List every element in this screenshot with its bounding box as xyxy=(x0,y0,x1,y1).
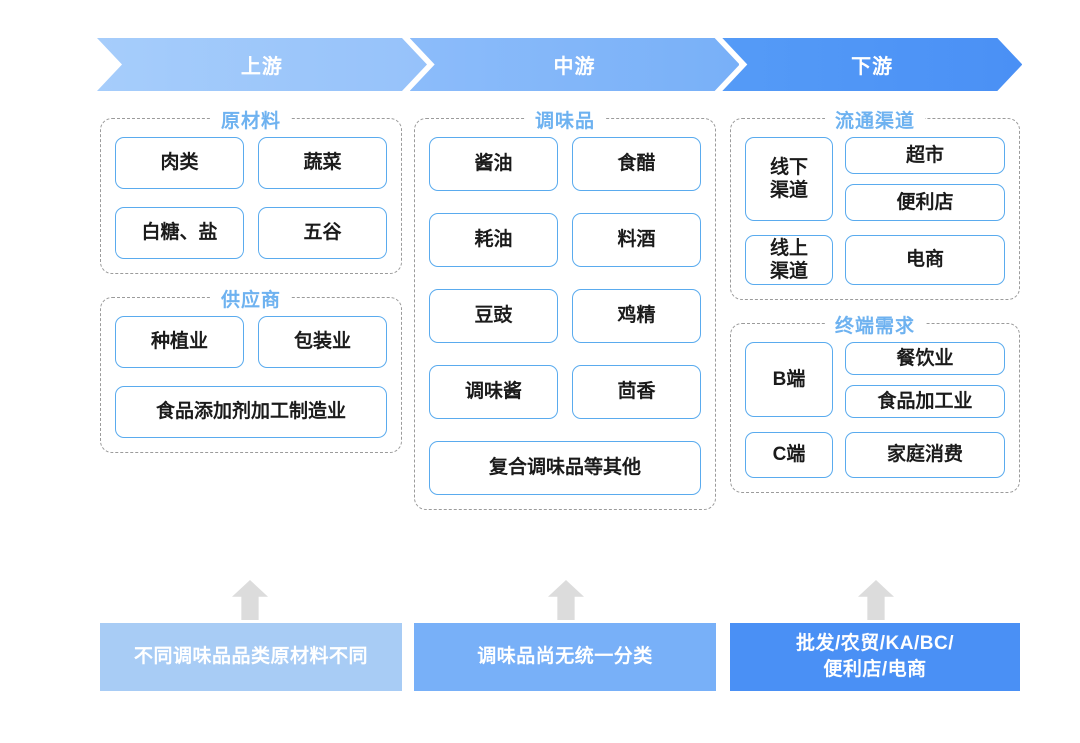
card-meat[interactable]: 肉类 xyxy=(115,137,244,189)
card-vegetables[interactable]: 蔬菜 xyxy=(258,137,387,189)
card-fennel[interactable]: 茴香 xyxy=(572,365,701,419)
online-channel-targets: 电商 xyxy=(845,235,1005,285)
card-sugar-salt[interactable]: 白糖、盐 xyxy=(115,207,244,259)
column-midstream: 调味品 酱油 食醋 耗油 料酒 豆豉 鸡精 调味酱 茴香 复合调味品等其他 xyxy=(414,106,716,510)
split-c-side: C端 家庭消费 xyxy=(745,432,1005,478)
card-packaging-industry[interactable]: 包装业 xyxy=(258,316,387,368)
card-household-consumption[interactable]: 家庭消费 xyxy=(845,432,1005,478)
arrow-up-icon-midstream xyxy=(548,580,584,620)
column-downstream: 流通渠道 线下渠道 超市 便利店 线上渠道 电商 终端需求 B端 餐饮业 xyxy=(730,106,1020,493)
card-c-side[interactable]: C端 xyxy=(745,432,833,478)
card-soy-sauce[interactable]: 酱油 xyxy=(429,137,558,191)
stage-banner-row: 上游 中游 下游 xyxy=(97,38,1022,91)
group-suppliers: 供应商 种植业 包装业 食品添加剂加工制造业 xyxy=(100,285,402,453)
card-online-channel[interactable]: 线上渠道 xyxy=(745,235,833,285)
card-planting-industry[interactable]: 种植业 xyxy=(115,316,244,368)
stage-banner-upstream-label: 上游 xyxy=(240,56,283,78)
card-food-additive-manufacturing[interactable]: 食品添加剂加工制造业 xyxy=(115,386,387,438)
card-grains[interactable]: 五谷 xyxy=(258,207,387,259)
group-condiments: 调味品 酱油 食醋 耗油 料酒 豆豉 鸡精 调味酱 茴香 复合调味品等其他 xyxy=(414,106,716,510)
stage-banner-downstream[interactable]: 下游 xyxy=(722,38,1022,91)
offline-channel-targets: 超市 便利店 xyxy=(845,137,1005,221)
group-end-demand: 终端需求 B端 餐饮业 食品加工业 C端 家庭消费 xyxy=(730,311,1020,493)
footer-note-downstream: 批发/农贸/KA/BC/便利店/电商 xyxy=(730,623,1020,691)
stage-banner-downstream-label: 下游 xyxy=(851,56,894,78)
card-vinegar[interactable]: 食醋 xyxy=(572,137,701,191)
group-raw-materials-row-1: 肉类 蔬菜 xyxy=(115,137,387,189)
group-condiments-row-1: 酱油 食醋 xyxy=(429,137,701,191)
card-seasoning-paste[interactable]: 调味酱 xyxy=(429,365,558,419)
arrow-up-icon-downstream xyxy=(858,580,894,620)
card-oyster-sauce[interactable]: 耗油 xyxy=(429,213,558,267)
column-upstream: 原材料 肉类 蔬菜 白糖、盐 五谷 供应商 种植业 包装业 食品添加剂加工制造业 xyxy=(100,106,402,453)
card-food-processing-industry[interactable]: 食品加工业 xyxy=(845,385,1005,418)
group-condiments-row-3: 豆豉 鸡精 xyxy=(429,289,701,343)
group-condiments-row-4: 调味酱 茴香 xyxy=(429,365,701,419)
stage-banner-midstream-label: 中游 xyxy=(553,56,596,78)
group-raw-materials-row-2: 白糖、盐 五谷 xyxy=(115,207,387,259)
stage-banner-upstream[interactable]: 上游 xyxy=(97,38,427,91)
group-suppliers-row-2: 食品添加剂加工制造业 xyxy=(115,386,387,438)
group-condiments-row-2: 耗油 料酒 xyxy=(429,213,701,267)
split-online-channel: 线上渠道 电商 xyxy=(745,235,1005,285)
card-catering-industry[interactable]: 餐饮业 xyxy=(845,342,1005,375)
card-supermarket[interactable]: 超市 xyxy=(845,137,1005,174)
group-suppliers-row-1: 种植业 包装业 xyxy=(115,316,387,368)
card-compound-condiments-other[interactable]: 复合调味品等其他 xyxy=(429,441,701,495)
c-side-targets: 家庭消费 xyxy=(845,432,1005,478)
card-chicken-essence[interactable]: 鸡精 xyxy=(572,289,701,343)
card-offline-channel[interactable]: 线下渠道 xyxy=(745,137,833,221)
split-b-side: B端 餐饮业 食品加工业 xyxy=(745,342,1005,418)
card-b-side[interactable]: B端 xyxy=(745,342,833,417)
group-condiments-title: 调味品 xyxy=(524,106,606,133)
card-fermented-black-bean[interactable]: 豆豉 xyxy=(429,289,558,343)
group-distribution-channels-title: 流通渠道 xyxy=(824,106,926,133)
group-suppliers-title: 供应商 xyxy=(210,285,292,312)
group-end-demand-title: 终端需求 xyxy=(824,311,926,338)
footer-note-midstream: 调味品尚无统一分类 xyxy=(414,623,716,691)
group-condiments-row-5: 复合调味品等其他 xyxy=(429,441,701,495)
arrow-up-icon-upstream xyxy=(232,580,268,620)
card-ecommerce[interactable]: 电商 xyxy=(845,235,1005,285)
split-offline-channel: 线下渠道 超市 便利店 xyxy=(745,137,1005,221)
stage-banner-midstream[interactable]: 中游 xyxy=(409,38,740,91)
b-side-targets: 餐饮业 食品加工业 xyxy=(845,342,1005,418)
card-cooking-wine[interactable]: 料酒 xyxy=(572,213,701,267)
group-distribution-channels: 流通渠道 线下渠道 超市 便利店 线上渠道 电商 xyxy=(730,106,1020,300)
group-raw-materials: 原材料 肉类 蔬菜 白糖、盐 五谷 xyxy=(100,106,402,274)
group-raw-materials-title: 原材料 xyxy=(210,106,292,133)
footer-note-upstream: 不同调味品品类原材料不同 xyxy=(100,623,402,691)
card-convenience-store[interactable]: 便利店 xyxy=(845,184,1005,221)
